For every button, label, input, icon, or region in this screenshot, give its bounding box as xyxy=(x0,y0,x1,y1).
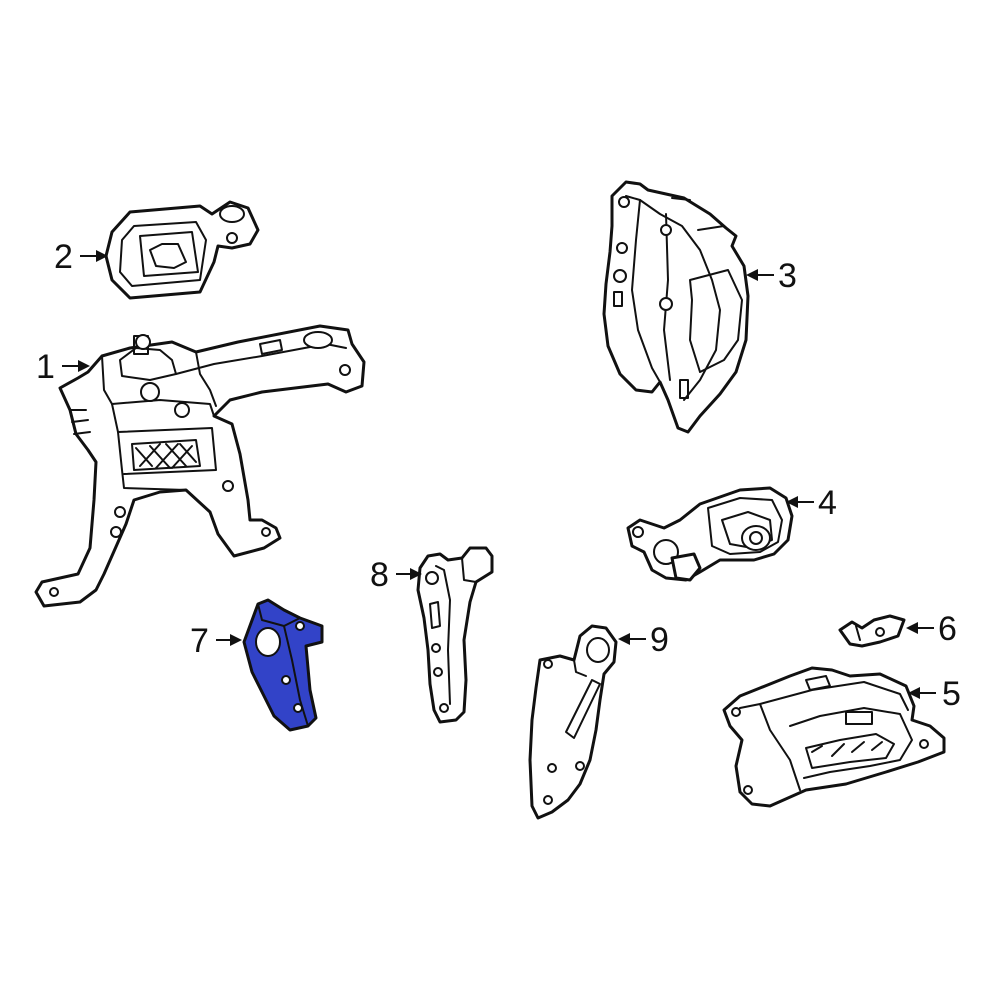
callout-9-number: 9 xyxy=(650,621,669,659)
part-3-cover-bracket[interactable] xyxy=(602,180,750,434)
callout-9: 9 xyxy=(618,621,669,659)
callout-7: 7 xyxy=(190,622,242,660)
callout-3: 3 xyxy=(746,257,797,295)
callout-2-arrow xyxy=(96,250,108,262)
callout-6: 6 xyxy=(906,610,957,648)
part-4-torque-mount[interactable] xyxy=(626,486,794,582)
part-7-body[interactable] xyxy=(242,598,324,732)
callout-5-number: 5 xyxy=(942,675,961,713)
callout-8-number: 8 xyxy=(370,556,389,594)
callout-8: 8 xyxy=(370,556,422,594)
callout-2: 2 xyxy=(54,238,108,276)
callout-6-arrow xyxy=(906,622,918,634)
callout-4-arrow xyxy=(786,496,798,508)
callout-3-arrow xyxy=(746,269,758,281)
callout-2-number: 2 xyxy=(54,238,73,276)
callout-1-number: 1 xyxy=(36,348,55,386)
callout-8-arrow xyxy=(410,568,422,580)
callout-5: 5 xyxy=(908,675,961,713)
callout-9-arrow xyxy=(618,633,630,645)
callout-7-arrow xyxy=(230,634,242,646)
part-9-bracket[interactable] xyxy=(528,624,618,820)
callout-6-number: 6 xyxy=(938,610,957,648)
part-1-mount-bracket[interactable] xyxy=(34,324,366,608)
part-7-bracket-highlighted[interactable] xyxy=(242,598,324,732)
part-7-large-hole xyxy=(255,627,281,657)
callout-7-number: 7 xyxy=(190,622,209,660)
callout-4: 4 xyxy=(786,484,837,522)
part-8-bracket[interactable] xyxy=(416,546,494,724)
callout-3-number: 3 xyxy=(778,257,797,295)
part-2-engine-mount[interactable] xyxy=(104,200,260,300)
callout-1-arrow xyxy=(78,360,90,372)
callout-1: 1 xyxy=(36,348,90,386)
part-6-clip[interactable] xyxy=(838,614,906,648)
part-5-transmission-mount[interactable] xyxy=(722,666,946,808)
callout-5-arrow xyxy=(908,687,920,699)
callout-4-number: 4 xyxy=(818,484,837,522)
